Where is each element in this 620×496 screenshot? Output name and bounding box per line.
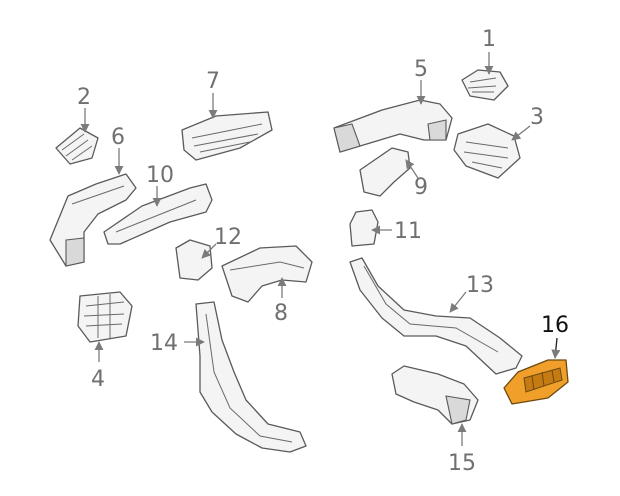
part-14-duct[interactable] <box>195 301 307 453</box>
part-5-duct[interactable] <box>333 99 453 153</box>
callout-2: 2 <box>77 85 91 110</box>
part-9-duct[interactable] <box>359 147 411 197</box>
part-7-vent[interactable] <box>181 111 273 161</box>
leader-lines <box>80 52 561 446</box>
part-8-duct[interactable] <box>221 245 313 303</box>
part-13-duct[interactable] <box>349 257 523 375</box>
part-16-vent[interactable] <box>503 359 569 405</box>
callout-11: 11 <box>394 219 422 244</box>
callout-4: 4 <box>91 367 105 392</box>
part-10-duct[interactable] <box>103 183 213 245</box>
leader-13 <box>449 291 467 313</box>
callout-1: 1 <box>482 27 496 52</box>
leader-3 <box>511 125 531 141</box>
callout-15: 15 <box>448 451 476 476</box>
part-2-vent[interactable] <box>55 127 99 165</box>
callout-6: 6 <box>111 125 125 150</box>
part-11-bracket[interactable] <box>349 209 379 247</box>
callout-12: 12 <box>214 225 242 250</box>
part-1-vent[interactable] <box>461 69 509 101</box>
callout-labels: 1 2 3 4 5 6 7 8 9 10 11 12 13 14 15 16 <box>77 27 569 476</box>
callout-8: 8 <box>274 301 288 326</box>
callout-10: 10 <box>146 163 174 188</box>
leader-16 <box>551 337 561 359</box>
leader-9 <box>405 159 419 179</box>
part-4-vent[interactable] <box>77 291 133 343</box>
part-6-duct[interactable] <box>49 173 137 267</box>
callout-7: 7 <box>206 69 220 94</box>
callout-16: 16 <box>541 313 569 338</box>
callout-14: 14 <box>150 331 178 356</box>
part-15-duct[interactable] <box>391 365 479 425</box>
callout-9: 9 <box>414 175 428 200</box>
part-3-vent[interactable] <box>453 123 521 179</box>
callout-3: 3 <box>530 105 544 130</box>
part-12-part[interactable] <box>175 239 213 281</box>
leader-12 <box>201 243 217 259</box>
callout-5: 5 <box>414 57 428 82</box>
callout-13: 13 <box>466 273 494 298</box>
